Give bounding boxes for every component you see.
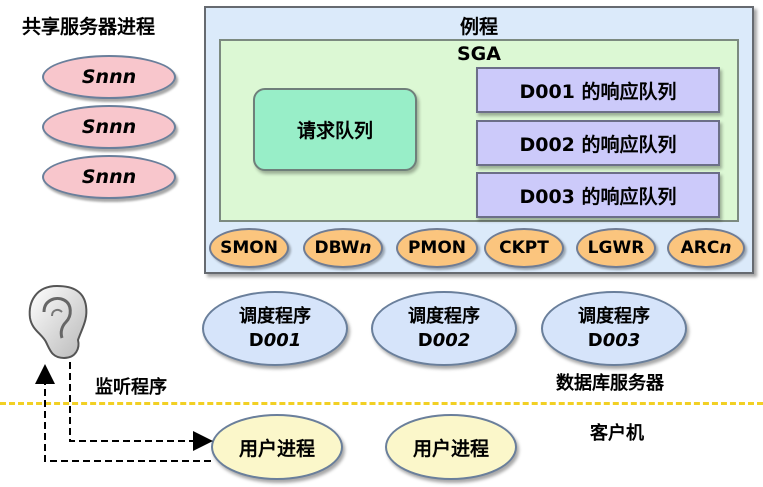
shared-servers-title: 共享服务器进程 xyxy=(22,16,156,38)
client-label: 客户机 xyxy=(590,423,644,444)
response-queue-d002: D002 的响应队列 xyxy=(476,120,720,166)
shared-server-1: Snnn xyxy=(42,55,176,99)
sga-title: SGA xyxy=(457,43,501,65)
dispatcher-d001: 调度程序 D001 xyxy=(202,291,348,366)
shared-server-3: Snnn xyxy=(42,155,176,199)
response-queue-d003: D003 的响应队列 xyxy=(476,172,720,218)
user-process-2: 用户进程 xyxy=(385,414,517,480)
bg-process-smon: SMON xyxy=(209,228,289,268)
dispatcher-label: 调度程序 xyxy=(408,305,480,327)
dispatcher-id: D003 xyxy=(587,329,641,351)
instance-title: 例程 xyxy=(459,16,498,38)
dispatcher-id: D002 xyxy=(417,329,471,351)
bg-process-ckpt: CKPT xyxy=(484,228,564,268)
bg-process-label: ARC xyxy=(680,238,720,258)
user-process-1: 用户进程 xyxy=(211,414,343,480)
bg-process-pmon: PMON xyxy=(396,228,478,268)
bg-process-suffix: n xyxy=(719,238,732,258)
bg-process-label: SMON xyxy=(220,238,278,258)
dispatcher-id: D001 xyxy=(248,329,302,351)
bg-process-label: CKPT xyxy=(499,238,549,258)
shared-server-2: Snnn xyxy=(42,105,176,149)
database-server-label: 数据库服务器 xyxy=(556,373,664,394)
bg-process-label: PMON xyxy=(407,238,467,258)
dispatcher-label: 调度程序 xyxy=(578,305,650,327)
server-client-divider xyxy=(0,402,763,405)
response-queue-d001: D001 的响应队列 xyxy=(476,67,720,113)
request-queue: 请求队列 xyxy=(253,88,417,171)
ear-icon xyxy=(28,284,88,360)
bg-process-suffix: n xyxy=(359,238,372,258)
bg-process-lgwr: LGWR xyxy=(576,228,656,268)
dispatcher-label: 调度程序 xyxy=(239,305,311,327)
dispatcher-d002: 调度程序 D002 xyxy=(371,291,517,366)
bg-process-label: DBW xyxy=(314,238,360,258)
bg-process-label: LGWR xyxy=(587,238,645,258)
listener-label: 监听程序 xyxy=(95,377,167,398)
dispatcher-d003: 调度程序 D003 xyxy=(541,291,687,366)
